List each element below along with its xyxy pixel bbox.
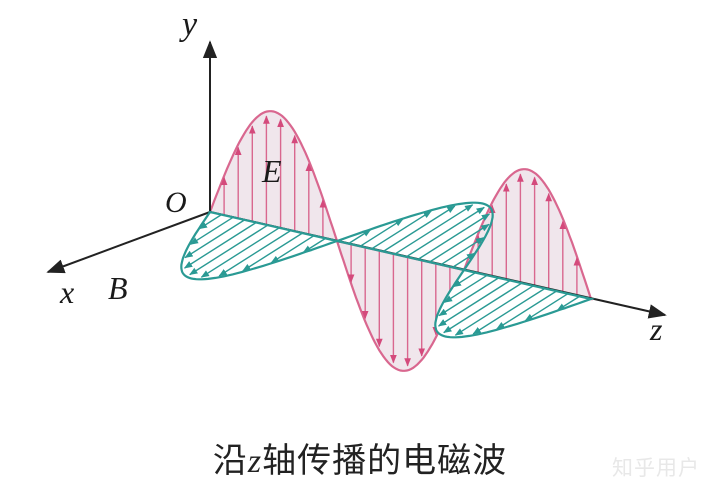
magnetic-lobe-3-vector bbox=[452, 272, 476, 288]
magnetic-lobe-2-vector bbox=[348, 229, 372, 245]
watermark: 知乎用户 bbox=[612, 456, 700, 480]
caption-axis: z bbox=[247, 443, 263, 480]
magnetic-lobe-2-vector bbox=[382, 205, 456, 253]
magnetic-lobe-1-vector bbox=[183, 221, 257, 269]
magnetic-lobe-3-vector bbox=[454, 285, 534, 336]
magnetic-lobe-1 bbox=[180, 210, 342, 281]
magnetic-lobe-1-vector bbox=[198, 214, 222, 230]
magnetic-lobe-3-vector bbox=[438, 277, 499, 317]
magnetic-lobe-3-vector bbox=[524, 293, 569, 322]
magnetic-lobe-3-vector bbox=[556, 295, 580, 311]
magnetic-lobe-3 bbox=[434, 268, 596, 339]
magnetic-lobe-3-vector bbox=[443, 274, 488, 303]
magnetic-lobe-3-vector bbox=[496, 290, 557, 330]
magnetic-field-label: B bbox=[108, 270, 128, 306]
magnetic-lobe-1-vector bbox=[200, 227, 280, 278]
magnetic-lobe-3-vector bbox=[443, 282, 523, 334]
magnetic-lobe-1-vector bbox=[189, 216, 234, 245]
magnetic-lobe-1-vector bbox=[218, 229, 292, 277]
magnetic-lobe-2-vector bbox=[359, 218, 404, 247]
magnetic-lobe-2-vector bbox=[405, 206, 485, 258]
y-axis-label: y bbox=[182, 6, 198, 43]
magnetic-lobe-2-vector bbox=[452, 252, 476, 268]
diagram-caption: 沿z轴传播的电磁波 bbox=[0, 433, 720, 482]
caption-prefix: 沿 bbox=[212, 441, 248, 481]
magnetic-lobe-1-vector bbox=[242, 232, 303, 272]
magnetic-field-wave bbox=[180, 201, 596, 339]
magnetic-lobe-1-vector bbox=[302, 237, 326, 253]
electric-lobe-1 bbox=[208, 110, 339, 243]
electric-field-label: E bbox=[262, 153, 282, 189]
caption-suffix: 轴传播的电磁波 bbox=[262, 441, 508, 481]
magnetic-lobe-1-vector bbox=[189, 224, 269, 276]
magnetic-lobe-3-vector bbox=[437, 279, 511, 327]
origin-label: O bbox=[165, 186, 187, 219]
x-axis bbox=[46, 211, 211, 274]
electric-lobe-1-outline bbox=[208, 110, 339, 243]
x-axis-label: x bbox=[60, 274, 75, 310]
magnetic-lobe-2 bbox=[332, 201, 494, 272]
magnetic-lobe-2-vector bbox=[417, 213, 491, 261]
magnetic-lobe-2-vector bbox=[440, 237, 485, 266]
z-axis-label: z bbox=[650, 311, 663, 347]
magnetic-lobe-2-vector bbox=[429, 223, 490, 263]
magnetic-lobe-2-vector bbox=[371, 210, 432, 250]
magnetic-lobe-1-vector bbox=[184, 219, 245, 259]
magnetic-lobe-1-vector bbox=[270, 235, 315, 264]
magnetic-lobe-2-vector bbox=[394, 204, 474, 255]
electric-lobe-3 bbox=[462, 168, 593, 301]
magnetic-lobe-3-vector bbox=[472, 287, 546, 335]
